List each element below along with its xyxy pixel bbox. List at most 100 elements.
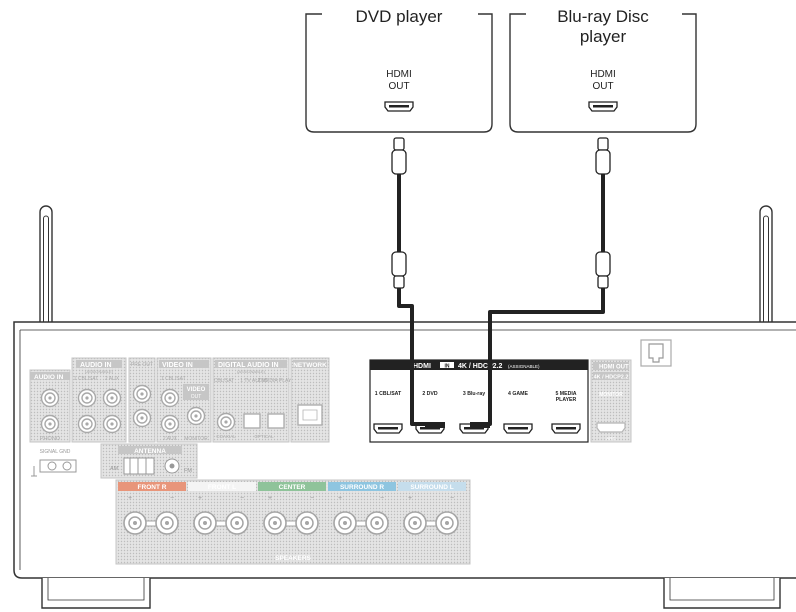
svg-text:AM: AM — [110, 466, 119, 472]
speaker-terminal-minus-icon — [225, 511, 249, 535]
pre-out-section: PRE OUT — [128, 357, 156, 443]
video-section: VIDEO IN 1 CBL/SAT 2 AUX VIDEO OUT MONIT… — [156, 357, 212, 443]
network-section: NETWORK — [290, 357, 330, 443]
source-title-line: Blu-ray Disc — [557, 7, 649, 26]
svg-text:(ASSIGNABLE): (ASSIGNABLE) — [85, 369, 114, 374]
svg-text:HDMI OUT: HDMI OUT — [599, 365, 629, 371]
speaker-terminal-plus-icon — [193, 511, 217, 535]
speaker-terminal-plus-icon — [263, 511, 287, 535]
digital-audio-section: DIGITAL AUDIO IN (ASSIGNABLE) CBL/SAT 1 … — [212, 357, 299, 443]
svg-text:SPEAKERS: SPEAKERS — [275, 555, 311, 562]
hdmi-input-label: 1 CBL/SAT — [375, 391, 402, 397]
svg-text:4K / HDCP2.2: 4K / HDCP2.2 — [594, 375, 629, 381]
svg-text:OPTICAL: OPTICAL — [254, 434, 274, 439]
svg-text:2 AUX: 2 AUX — [163, 436, 178, 442]
speaker-group-label: FRONT R — [138, 484, 167, 491]
svg-text:2 AUX: 2 AUX — [105, 376, 120, 382]
speaker-terminal-minus-icon — [295, 511, 319, 535]
hdmi-input-port-icon — [373, 423, 403, 434]
hdmi-input-label: PLAYER — [556, 397, 577, 403]
speaker-group-label: SURROUND L — [410, 484, 453, 491]
polarity-label: + — [268, 495, 272, 502]
source-title-line: player — [580, 27, 627, 46]
hdmi-out-panel: HDMI OUT 4K / HDCP2.2 MONITOR ARC — [590, 359, 632, 443]
speaker-group-header — [328, 482, 396, 491]
svg-text:ARC: ARC — [606, 436, 616, 441]
svg-text:COAXIAL: COAXIAL — [216, 434, 236, 439]
polarity-label: + — [408, 495, 412, 502]
svg-text:MONITOR: MONITOR — [184, 436, 208, 442]
speaker-terminal-plus-icon — [333, 511, 357, 535]
polarity-label: − — [450, 495, 454, 502]
hdmi-input-port-icon — [503, 423, 533, 434]
svg-text:CBL/SAT: CBL/SAT — [214, 378, 234, 384]
speaker-group-label: FRONT L — [208, 484, 236, 491]
svg-text:4K / HDCP2.2: 4K / HDCP2.2 — [458, 363, 502, 370]
svg-text:NETWORK: NETWORK — [293, 362, 327, 369]
svg-text:IN: IN — [445, 364, 450, 370]
speaker-group-header — [258, 482, 326, 491]
svg-text:VIDEO IN: VIDEO IN — [162, 362, 193, 369]
svg-text:(ASSIGNABLE): (ASSIGNABLE) — [508, 364, 540, 369]
svg-text:PRE OUT: PRE OUT — [131, 362, 153, 368]
port-label-line: OUT — [592, 81, 613, 92]
hdmi-input-labels: 1 CBL/SAT 2 DVD 3 Blu-ray 4 GAME 5 MEDIAPLAY… — [373, 391, 581, 434]
svg-text:PHONO: PHONO — [40, 436, 61, 442]
port-label-line: HDMI — [590, 69, 616, 80]
speaker-terminal-minus-icon — [365, 511, 389, 535]
polarity-label: − — [310, 495, 314, 502]
speaker-group-header — [118, 482, 186, 491]
dvd-player-title: DVD player — [356, 7, 443, 26]
speaker-group-header — [398, 482, 466, 491]
hdmi-in-panel: HDMI IN 4K / HDCP2.2 (ASSIGNABLE) 1 CBL/… — [369, 359, 589, 443]
speaker-terminal-minus-icon — [435, 511, 459, 535]
dvd-hdmi-out-port-icon — [384, 101, 414, 112]
svg-text:ANTENNA: ANTENNA — [134, 448, 166, 455]
signal-gnd-section: SIGNAL GND — [31, 449, 77, 477]
svg-text:FM: FM — [184, 468, 192, 474]
speaker-group-header — [188, 482, 256, 491]
svg-text:AUDIO IN: AUDIO IN — [80, 362, 112, 369]
svg-text:1 CBL/SAT: 1 CBL/SAT — [74, 376, 99, 382]
hdmi-input-port-icon — [551, 423, 581, 434]
polarity-label: + — [338, 495, 342, 502]
hdmi-input-label: 4 GAME — [508, 391, 528, 397]
speaker-terminal-minus-icon — [155, 511, 179, 535]
speaker-terminal-plus-icon — [123, 511, 147, 535]
hdmi-input-label: 3 Blu-ray — [463, 391, 485, 397]
speaker-group-label: CENTER — [279, 484, 306, 491]
svg-text:DIGITAL AUDIO IN: DIGITAL AUDIO IN — [218, 362, 279, 369]
port-label-line: OUT — [388, 81, 409, 92]
polarity-label: − — [240, 495, 244, 502]
polarity-label: + — [198, 495, 202, 502]
svg-text:(ASSIGNABLE): (ASSIGNABLE) — [237, 369, 266, 374]
svg-text:SIGNAL GND: SIGNAL GND — [40, 449, 71, 455]
speaker-terminal-plus-icon — [403, 511, 427, 535]
svg-text:AUDIO IN: AUDIO IN — [34, 374, 64, 381]
speaker-terminals: SPEAKERS FRONT R+−FRONT L+−CENTER+−SURRO… — [115, 479, 471, 565]
svg-text:HDMI: HDMI — [413, 363, 431, 370]
polarity-label: + — [128, 495, 132, 502]
hdmi-input-label: 2 DVD — [422, 391, 438, 397]
audio-in-section: AUDIO IN PHONO AUDIO IN (ASSIGNABLE) 1 C… — [29, 357, 127, 443]
svg-text:OUT: OUT — [191, 394, 202, 400]
bluray-hdmi-out-port-icon — [588, 101, 618, 112]
antenna-terminal-section: ANTENNA AM FM — [100, 443, 198, 479]
polarity-label: − — [380, 495, 384, 502]
svg-text:1 CBL/SAT: 1 CBL/SAT — [161, 376, 186, 382]
hdmi-input-label: 5 MEDIA — [555, 391, 576, 397]
polarity-label: − — [170, 495, 174, 502]
speaker-group-label: SURROUND R — [340, 484, 384, 491]
hdmi-cable-bluray — [470, 137, 611, 428]
svg-text:2 MEDIA PLAYER: 2 MEDIA PLAYER — [258, 378, 299, 384]
svg-text:MONITOR: MONITOR — [599, 392, 623, 398]
hdmi-cable-dvd — [391, 137, 445, 428]
port-label-line: HDMI — [386, 69, 412, 80]
